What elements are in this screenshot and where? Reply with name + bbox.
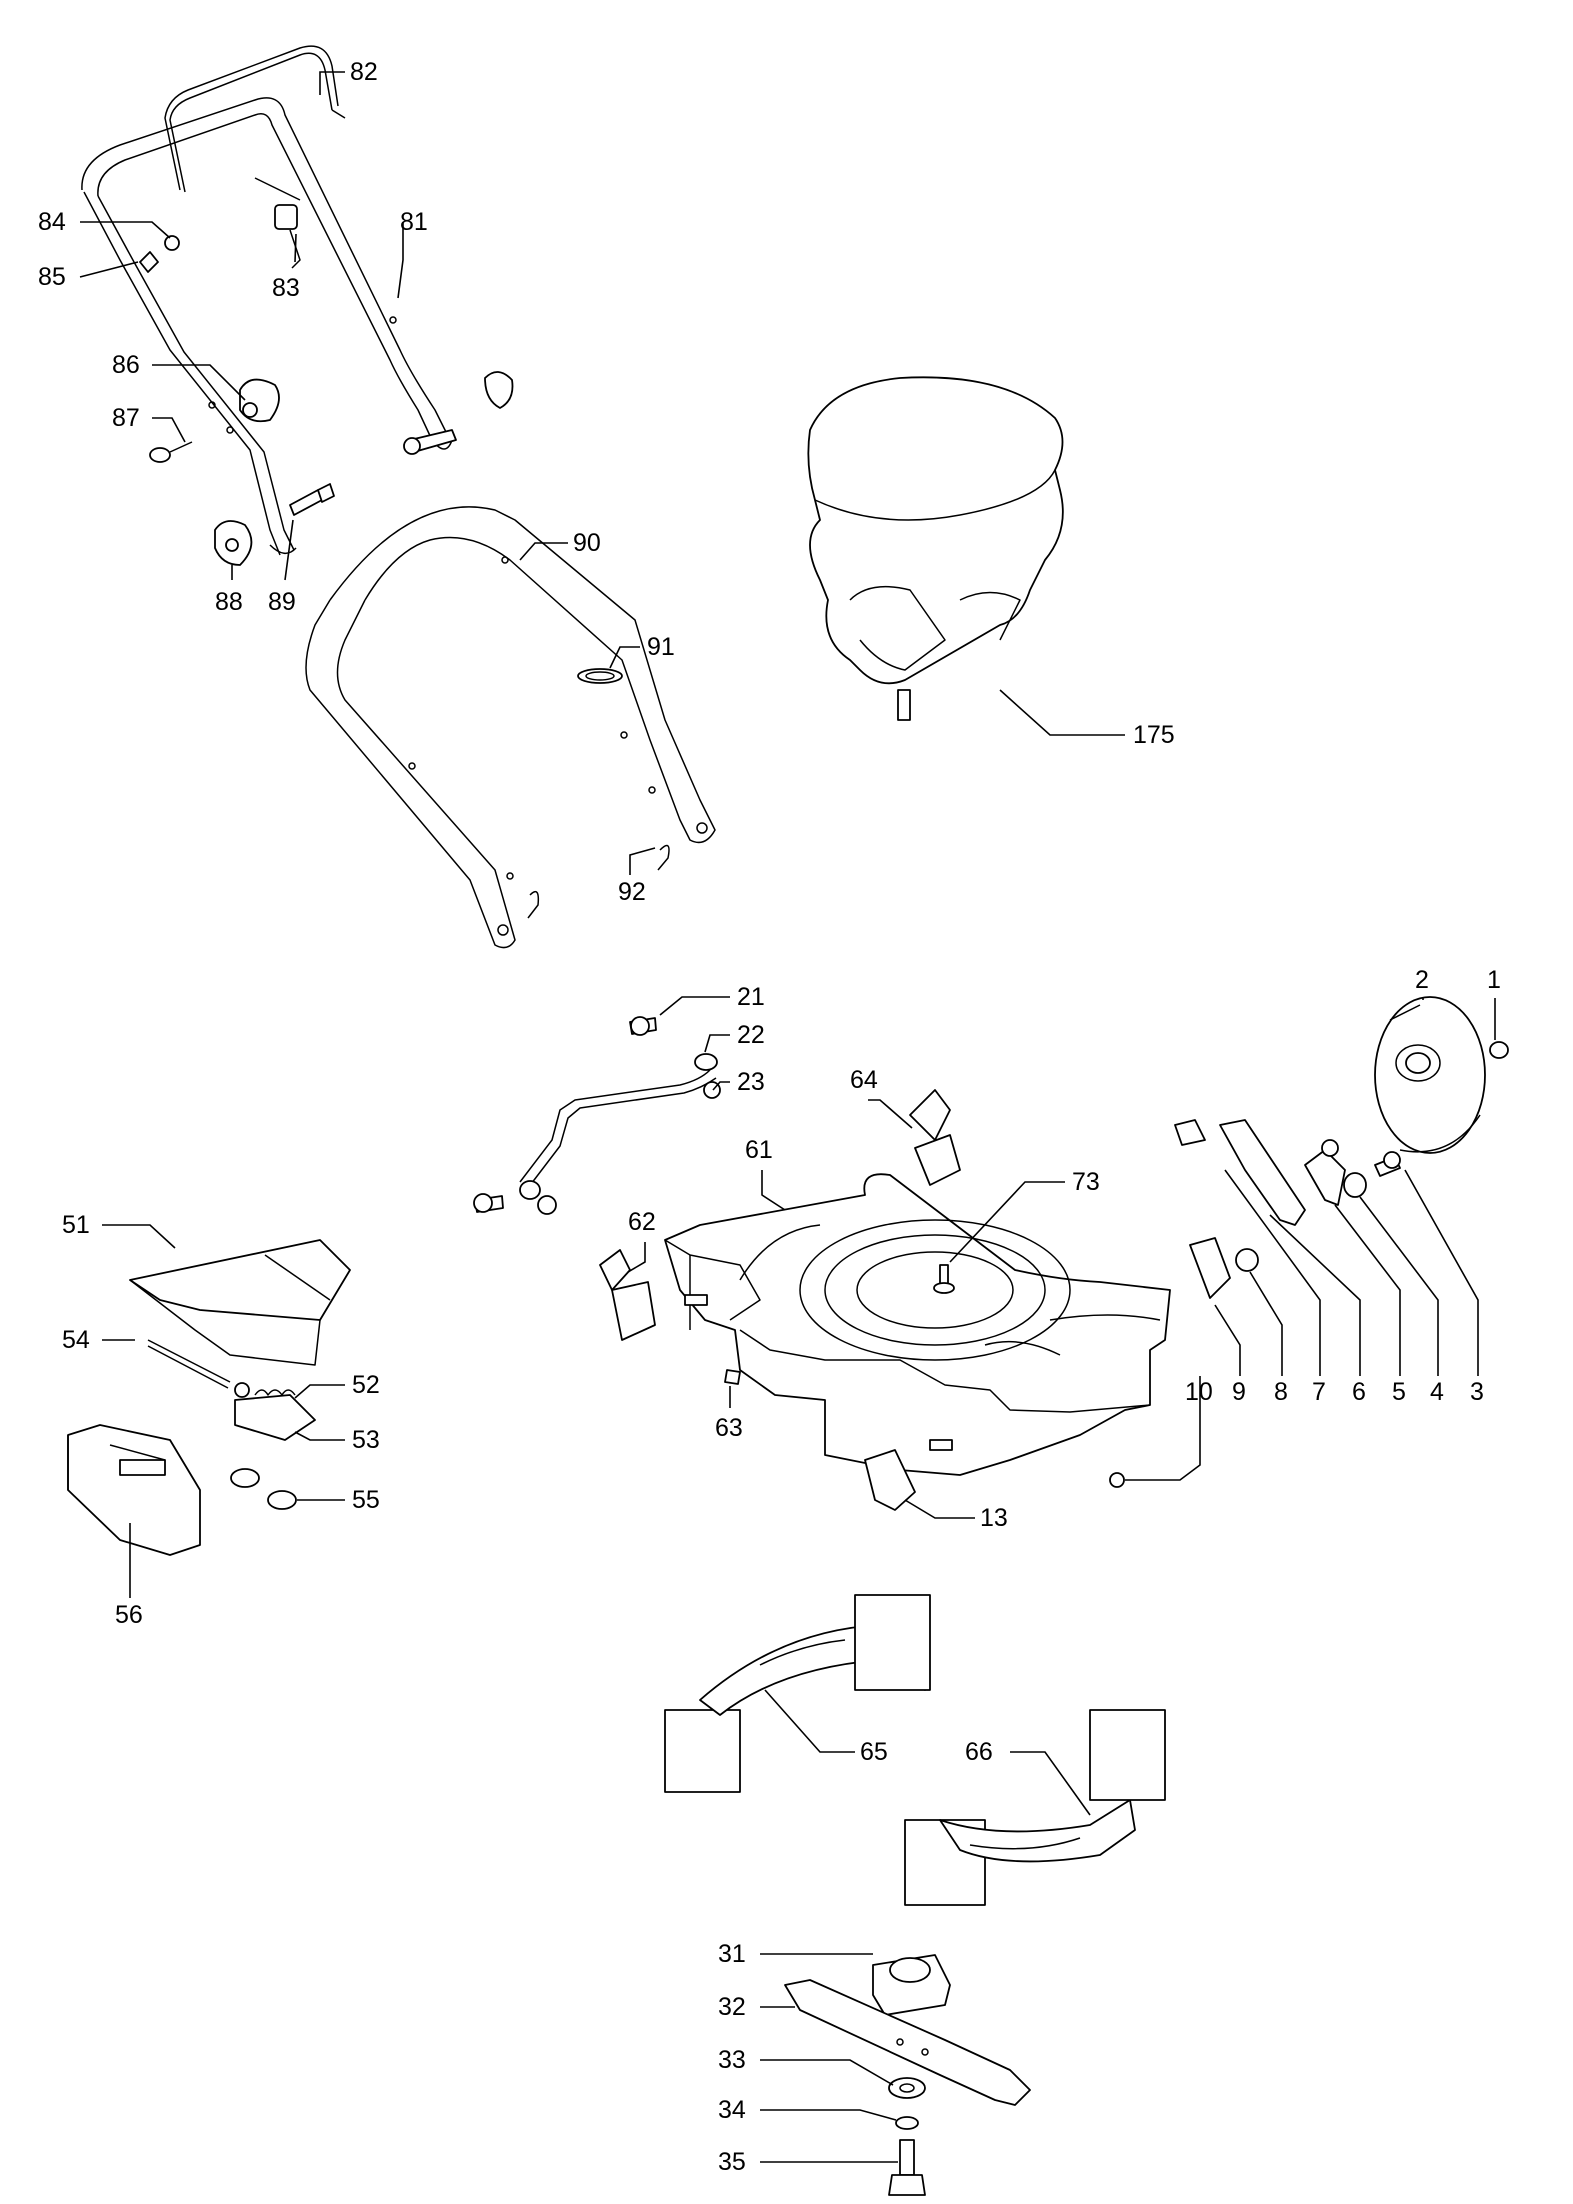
callout-33: 33 xyxy=(718,2046,746,2074)
callout-labels: 82 84 85 81 83 86 87 88 89 90 91 92 175 … xyxy=(38,58,1501,2176)
callout-23: 23 xyxy=(737,1068,765,1096)
callout-10: 10 xyxy=(1185,1378,1213,1406)
callout-34: 34 xyxy=(718,2096,746,2124)
callout-83: 83 xyxy=(272,274,300,302)
blade-bolt xyxy=(888,2139,926,2196)
callout-7: 7 xyxy=(1312,1378,1326,1406)
callout-54: 54 xyxy=(62,1326,90,1354)
blade-washer xyxy=(888,2077,926,2099)
callout-92: 92 xyxy=(618,878,646,906)
callout-63: 63 xyxy=(715,1414,743,1442)
callout-88: 88 xyxy=(215,588,243,616)
callout-5: 5 xyxy=(1392,1378,1406,1406)
callout-6: 6 xyxy=(1352,1378,1366,1406)
bolt xyxy=(289,483,335,516)
callout-53: 53 xyxy=(352,1426,380,1454)
lock-washer xyxy=(895,2116,919,2130)
flap-spring-bracket xyxy=(234,1382,316,1441)
mower-deck xyxy=(664,1173,1171,1476)
callout-3: 3 xyxy=(1470,1378,1484,1406)
rear-wheel xyxy=(1374,996,1509,1154)
eye-bolt xyxy=(149,441,193,463)
callout-22: 22 xyxy=(737,1021,765,1049)
knob-lower xyxy=(214,520,253,566)
flap-rod xyxy=(147,1339,231,1389)
callout-55: 55 xyxy=(352,1486,380,1514)
collar xyxy=(577,668,623,684)
hairpins xyxy=(527,844,670,919)
wheel-bracket xyxy=(864,1449,916,1511)
callout-1: 1 xyxy=(1487,966,1501,994)
callout-65: 65 xyxy=(860,1738,888,1766)
blade xyxy=(784,1979,1031,2106)
height-adjuster-rear xyxy=(909,1089,961,1186)
callout-32: 32 xyxy=(718,1993,746,2021)
lower-handle xyxy=(305,506,716,949)
callout-51: 51 xyxy=(62,1211,90,1239)
blade-adapter xyxy=(872,1954,951,2016)
callout-89: 89 xyxy=(268,588,296,616)
height-adjuster-front xyxy=(599,1249,656,1341)
handle-bolt-right xyxy=(403,371,514,455)
wheel-hardware xyxy=(1109,1119,1401,1488)
callout-81: 81 xyxy=(400,208,428,236)
center-bolt xyxy=(933,1264,955,1294)
callout-87: 87 xyxy=(112,404,140,432)
callout-86: 86 xyxy=(112,351,140,379)
callout-13: 13 xyxy=(980,1504,1008,1532)
callout-175: 175 xyxy=(1133,721,1175,749)
deck-screw xyxy=(724,1369,741,1385)
callout-84: 84 xyxy=(38,208,66,236)
callout-62: 62 xyxy=(628,1208,656,1236)
callout-4: 4 xyxy=(1430,1378,1444,1406)
upper-handle xyxy=(81,97,453,556)
mulch-plug xyxy=(67,1424,201,1556)
callout-61: 61 xyxy=(745,1136,773,1164)
callout-73: 73 xyxy=(1072,1168,1100,1196)
callout-64: 64 xyxy=(850,1066,878,1094)
callout-35: 35 xyxy=(718,2148,746,2176)
callout-31: 31 xyxy=(718,1940,746,1968)
callout-91: 91 xyxy=(647,633,675,661)
rear-flap xyxy=(129,1239,351,1366)
callout-9: 9 xyxy=(1232,1378,1246,1406)
screw-and-clip xyxy=(139,235,180,273)
engine xyxy=(807,376,1064,721)
control-bail xyxy=(164,45,346,193)
callout-82: 82 xyxy=(350,58,378,86)
callout-56: 56 xyxy=(115,1601,143,1629)
leader-lines xyxy=(79,71,1496,2163)
callout-8: 8 xyxy=(1274,1378,1288,1406)
callout-52: 52 xyxy=(352,1371,380,1399)
callout-21: 21 xyxy=(737,983,765,1011)
baffle-left xyxy=(664,1594,931,1793)
cable-clamp xyxy=(254,177,301,269)
callout-85: 85 xyxy=(38,263,66,291)
callout-2: 2 xyxy=(1415,966,1429,994)
callout-66: 66 xyxy=(965,1738,993,1766)
baffle-right xyxy=(904,1709,1166,1906)
height-adjust-rod xyxy=(473,1016,721,1215)
callout-90: 90 xyxy=(573,529,601,557)
flap-nuts xyxy=(230,1468,297,1510)
knob xyxy=(239,378,280,423)
